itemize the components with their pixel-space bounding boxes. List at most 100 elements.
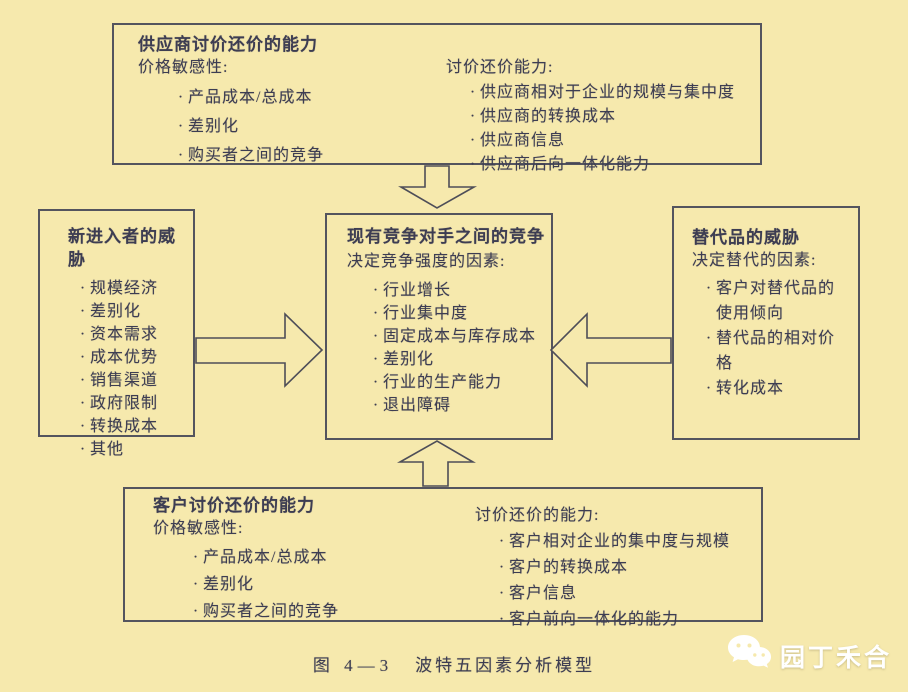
bullet-text: 成本优势 (90, 349, 159, 366)
bullet-item: ·其他 (76, 438, 193, 461)
buyer-price-sensitivity-column: 客户讨价还价的能力 价格敏感性: ·产品成本/总成本·差别化·购买者之间的竞争 (153, 494, 453, 625)
bullet-text: 产品成本/总成本 (203, 549, 328, 566)
substitutes-subtitle: 决定替代的因素: (692, 252, 817, 269)
bullet-item: ·转换成本 (76, 415, 193, 438)
rivalry-box: 现有竞争对手之间的竞争 决定竞争强度的因素: ·行业增长·行业集中度·固定成本与… (325, 213, 553, 440)
bullet-item: ·规模经济 (76, 277, 193, 300)
bullet-item: ·行业的生产能力 (369, 371, 551, 394)
bullet-item: ·差别化 (174, 112, 438, 141)
bullet-item: ·行业增长 (369, 279, 551, 302)
buyer-price-sensitivity-subtitle: 价格敏感性: (153, 520, 244, 537)
bullet-dot-icon: · (79, 441, 87, 458)
bullet-item: ·固定成本与库存成本 (369, 325, 551, 348)
bullet-text: 购买者之间的竞争 (203, 603, 340, 620)
rivalry-subtitle: 决定竞争强度的因素: (347, 253, 506, 270)
bullet-text: 行业集中度 (383, 305, 469, 322)
bullet-text: 客户的转换成本 (509, 559, 629, 576)
supplier-power-box: 供应商讨价还价的能力 价格敏感性: ·产品成本/总成本·差别化·购买者之间的竞争… (112, 23, 762, 173)
bullet-text: 供应商相对于企业的规模与集中度 (480, 84, 736, 101)
bullet-dot-icon: · (177, 89, 185, 106)
bullet-dot-icon: · (469, 156, 477, 173)
bullet-item: ·成本优势 (76, 346, 193, 369)
bullet-item: ·客户前向一体化的能力 (495, 607, 775, 633)
supplier-price-sensitivity-column: 供应商讨价还价的能力 价格敏感性: ·产品成本/总成本·差别化·购买者之间的竞争 (138, 33, 438, 170)
bullet-item: ·替代品的相对价格 (702, 326, 848, 376)
bullet-text: 客户前向一体化的能力 (509, 611, 680, 628)
bullet-dot-icon: · (469, 132, 477, 149)
bullet-item: ·客户信息 (495, 581, 775, 607)
figure-caption: 图 4—3 波特五因素分析模型 (0, 651, 908, 676)
supplier-bargaining-list: ·供应商相对于企业的规模与集中度·供应商的转换成本·供应商信息·供应商后向一体化… (466, 81, 746, 177)
bullet-item: ·销售渠道 (76, 369, 193, 392)
bullet-text: 产品成本/总成本 (188, 89, 313, 106)
arrow-up-icon (396, 440, 476, 487)
figure-number: 图 4—3 (312, 656, 394, 675)
bullet-dot-icon: · (79, 395, 87, 412)
bullet-dot-icon: · (177, 118, 185, 135)
bullet-item: ·转化成本 (702, 376, 848, 401)
bullet-text: 客户相对企业的集中度与规模 (509, 533, 731, 550)
bullet-dot-icon: · (705, 330, 713, 347)
bullet-item: ·客户的转换成本 (495, 555, 775, 581)
buyer-bargaining-subtitle: 讨价还价的能力: (475, 507, 600, 524)
bullet-dot-icon: · (79, 326, 87, 343)
bullet-dot-icon: · (372, 328, 380, 345)
supplier-power-title: 供应商讨价还价的能力 (138, 35, 318, 54)
bullet-text: 转化成本 (716, 380, 785, 397)
bullet-text: 行业增长 (383, 282, 452, 299)
bullet-text: 替代品的相对价格 (716, 330, 836, 372)
supplier-price-sensitivity-list: ·产品成本/总成本·差别化·购买者之间的竞争 (174, 83, 438, 170)
substitutes-list: ·客户对替代品的使用倾向·替代品的相对价格·转化成本 (702, 276, 848, 401)
rivalry-list: ·行业增长·行业集中度·固定成本与库存成本·差别化·行业的生产能力·退出障碍 (369, 279, 551, 417)
bullet-text: 差别化 (90, 303, 142, 320)
bullet-item: ·行业集中度 (369, 302, 551, 325)
bullet-dot-icon: · (372, 374, 380, 391)
bullet-item: ·政府限制 (76, 392, 193, 415)
bullet-dot-icon: · (498, 533, 506, 550)
bullet-text: 行业的生产能力 (383, 374, 503, 391)
bullet-item: ·供应商信息 (466, 129, 746, 153)
bullet-dot-icon: · (498, 559, 506, 576)
bullet-item: ·购买者之间的竞争 (189, 598, 453, 625)
bullet-text: 差别化 (383, 351, 435, 368)
bullet-item: ·退出障碍 (369, 394, 551, 417)
bullet-dot-icon: · (705, 280, 713, 297)
bullet-dot-icon: · (372, 397, 380, 414)
bullet-text: 供应商信息 (480, 132, 566, 149)
bullet-item: ·差别化 (369, 348, 551, 371)
substitutes-title: 替代品的威胁 (692, 228, 800, 247)
new-entrants-title: 新进入者的威胁 (68, 227, 176, 269)
bullet-dot-icon: · (177, 147, 185, 164)
bullet-text: 资本需求 (90, 326, 159, 343)
bullet-text: 供应商后向一体化能力 (480, 156, 651, 173)
bullet-text: 差别化 (188, 118, 240, 135)
bullet-item: ·差别化 (189, 571, 453, 598)
rivalry-title: 现有竞争对手之间的竞争 (347, 227, 545, 246)
bullet-text: 销售渠道 (90, 372, 159, 389)
bullet-item: ·购买者之间的竞争 (174, 141, 438, 170)
bullet-dot-icon: · (79, 280, 87, 297)
bullet-text: 固定成本与库存成本 (383, 328, 537, 345)
bullet-item: ·产品成本/总成本 (189, 544, 453, 571)
figure-title: 波特五因素分析模型 (415, 656, 596, 675)
bullet-text: 购买者之间的竞争 (188, 147, 325, 164)
arrow-right-icon (195, 312, 324, 388)
bullet-dot-icon: · (372, 282, 380, 299)
bullet-item: ·供应商相对于企业的规模与集中度 (466, 81, 746, 105)
bullet-item: ·客户相对企业的集中度与规模 (495, 529, 775, 555)
bullet-dot-icon: · (469, 84, 477, 101)
bullet-text: 政府限制 (90, 395, 159, 412)
bullet-dot-icon: · (705, 380, 713, 397)
bullet-dot-icon: · (79, 303, 87, 320)
bullet-dot-icon: · (469, 108, 477, 125)
buyer-power-box: 客户讨价还价的能力 价格敏感性: ·产品成本/总成本·差别化·购买者之间的竞争 … (123, 487, 763, 628)
buyer-bargaining-column: 讨价还价的能力: ·客户相对企业的集中度与规模·客户的转换成本·客户信息·客户前… (475, 504, 775, 633)
bullet-text: 规模经济 (90, 280, 159, 297)
bullet-item: ·差别化 (76, 300, 193, 323)
bullet-text: 客户对替代品的使用倾向 (716, 280, 836, 322)
bullet-dot-icon: · (79, 418, 87, 435)
bullet-text: 退出障碍 (383, 397, 452, 414)
new-entrants-list: ·规模经济·差别化·资本需求·成本优势·销售渠道·政府限制·转换成本·其他 (76, 277, 193, 461)
bullet-dot-icon: · (79, 349, 87, 366)
bullet-dot-icon: · (192, 603, 200, 620)
